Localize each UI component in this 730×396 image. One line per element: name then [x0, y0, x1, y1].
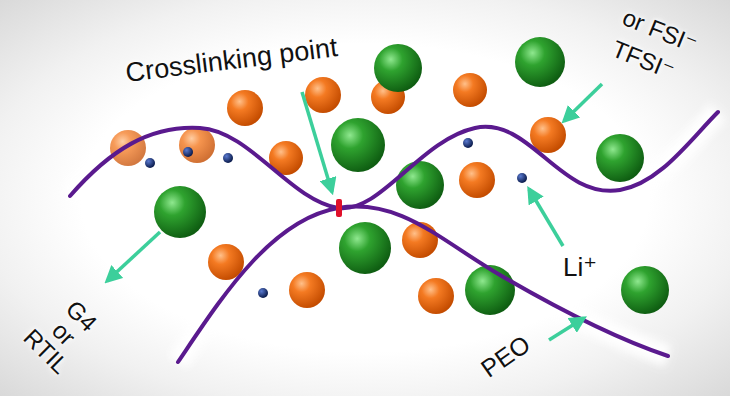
ion-label: Li⁺: [563, 254, 597, 281]
peo-chains: [70, 112, 718, 362]
chain-glow: [70, 112, 718, 362]
solvent-spheres: [154, 37, 669, 315]
solvent-label: G4 or RTIL: [19, 289, 109, 379]
polymer-label: PEO: [476, 330, 534, 382]
crosslink-mark: [336, 199, 342, 217]
lithium-ions: [145, 138, 527, 298]
leader-arrows: [107, 84, 602, 340]
crosslink-label: Crosslinking point: [125, 33, 340, 87]
anion-spheres: [110, 73, 566, 314]
